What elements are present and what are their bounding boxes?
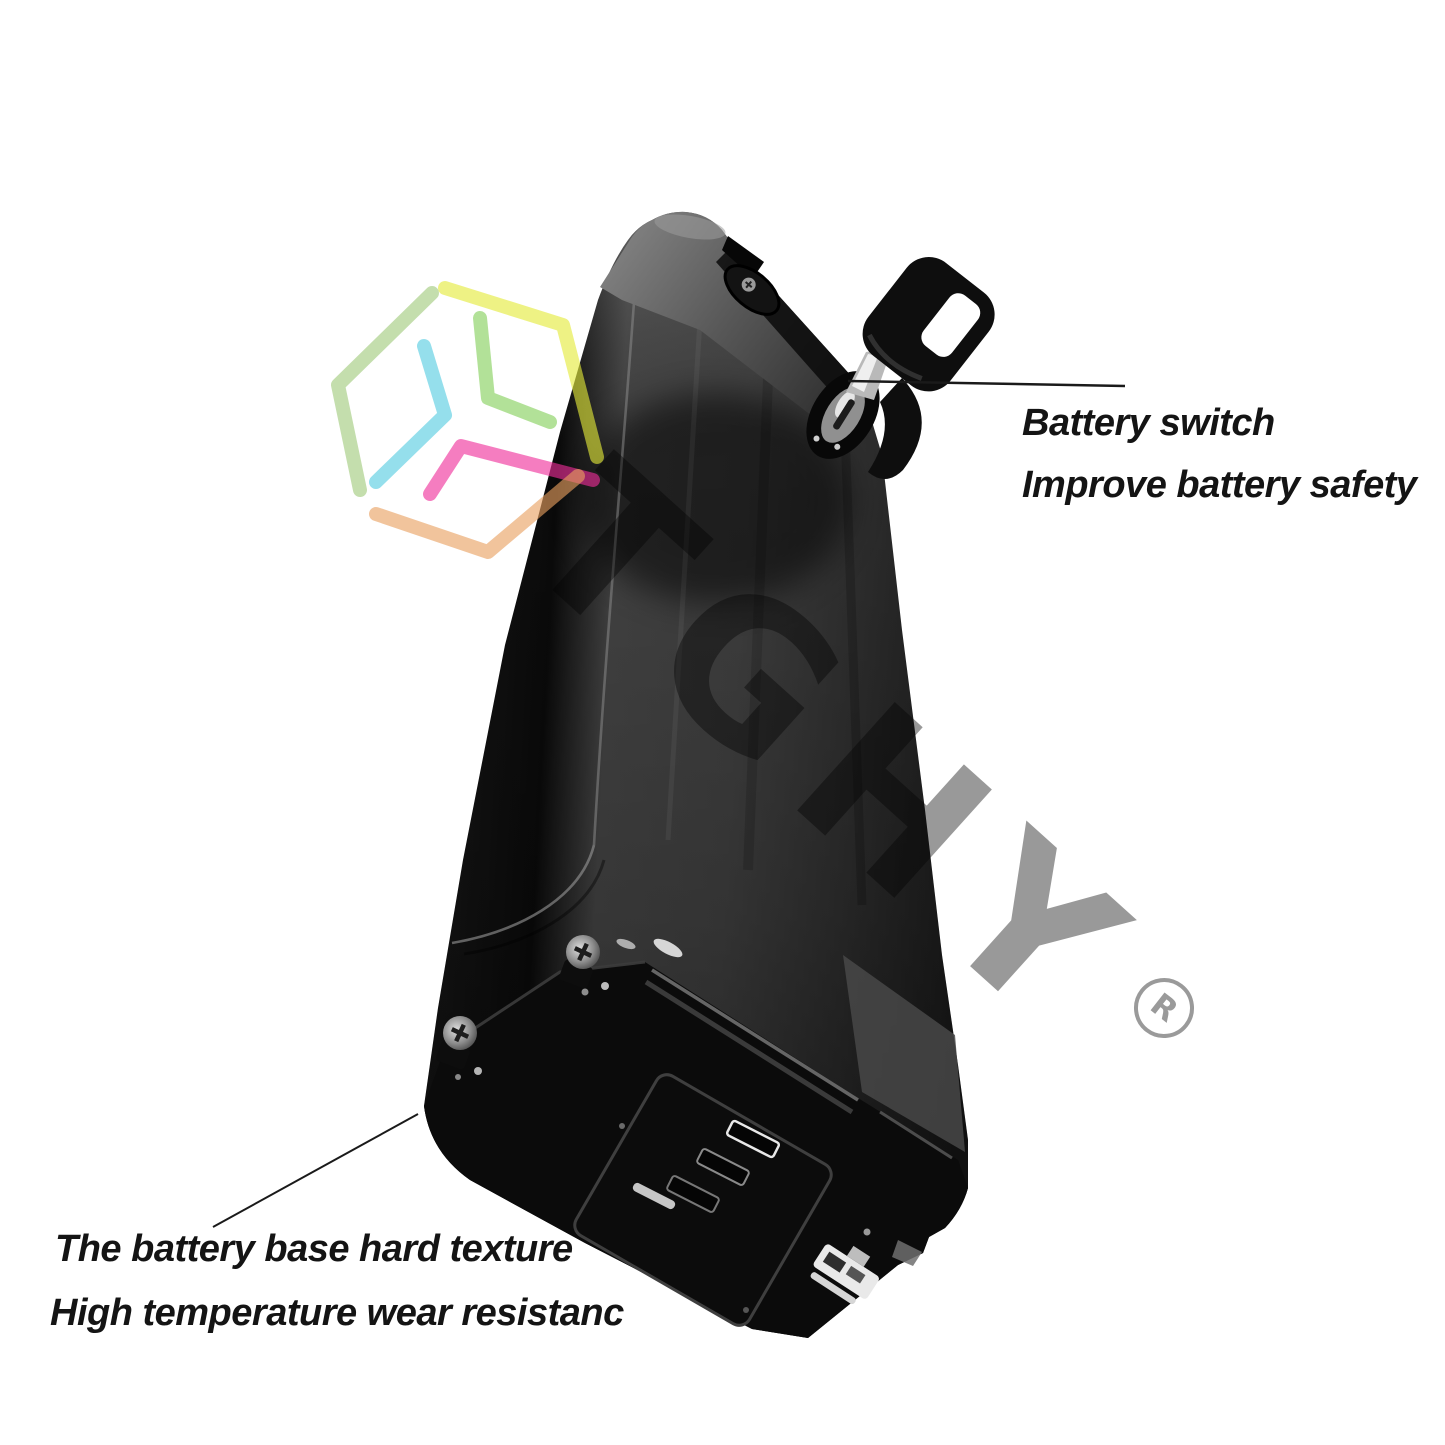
cap-recess xyxy=(723,264,781,316)
logo-edge-pink xyxy=(423,439,600,501)
battery-top-cap xyxy=(600,211,870,442)
right-face-highlight xyxy=(843,955,965,1152)
registered-r: R xyxy=(1143,986,1185,1030)
key xyxy=(846,257,995,480)
screw-lower xyxy=(436,1016,482,1080)
logo-edge-yellow xyxy=(438,281,604,464)
logo-edge-green xyxy=(473,311,557,429)
wear-resistance-label: High temperature wear resistanc xyxy=(50,1292,624,1334)
base-groove xyxy=(616,938,953,1160)
battery-switch-label: Battery switch xyxy=(1022,402,1275,444)
bright-slot xyxy=(632,1182,676,1210)
discharge-connector xyxy=(810,1244,879,1305)
battery-safety-label: Improve battery safety xyxy=(1022,464,1417,506)
cap-shadow xyxy=(580,393,850,603)
connector-slots xyxy=(632,1119,781,1213)
base-notch xyxy=(892,1240,922,1266)
screw-upper xyxy=(559,935,609,996)
key-head-hole xyxy=(921,293,981,357)
battery-base xyxy=(424,938,968,1338)
battery-base-label: The battery base hard texture xyxy=(55,1228,573,1270)
logo-edge-cyan xyxy=(369,339,452,489)
molding-lines xyxy=(451,301,636,956)
key-head xyxy=(862,257,995,392)
logo-edge-orange xyxy=(369,469,585,559)
logo-edge-pale-green xyxy=(331,286,439,497)
